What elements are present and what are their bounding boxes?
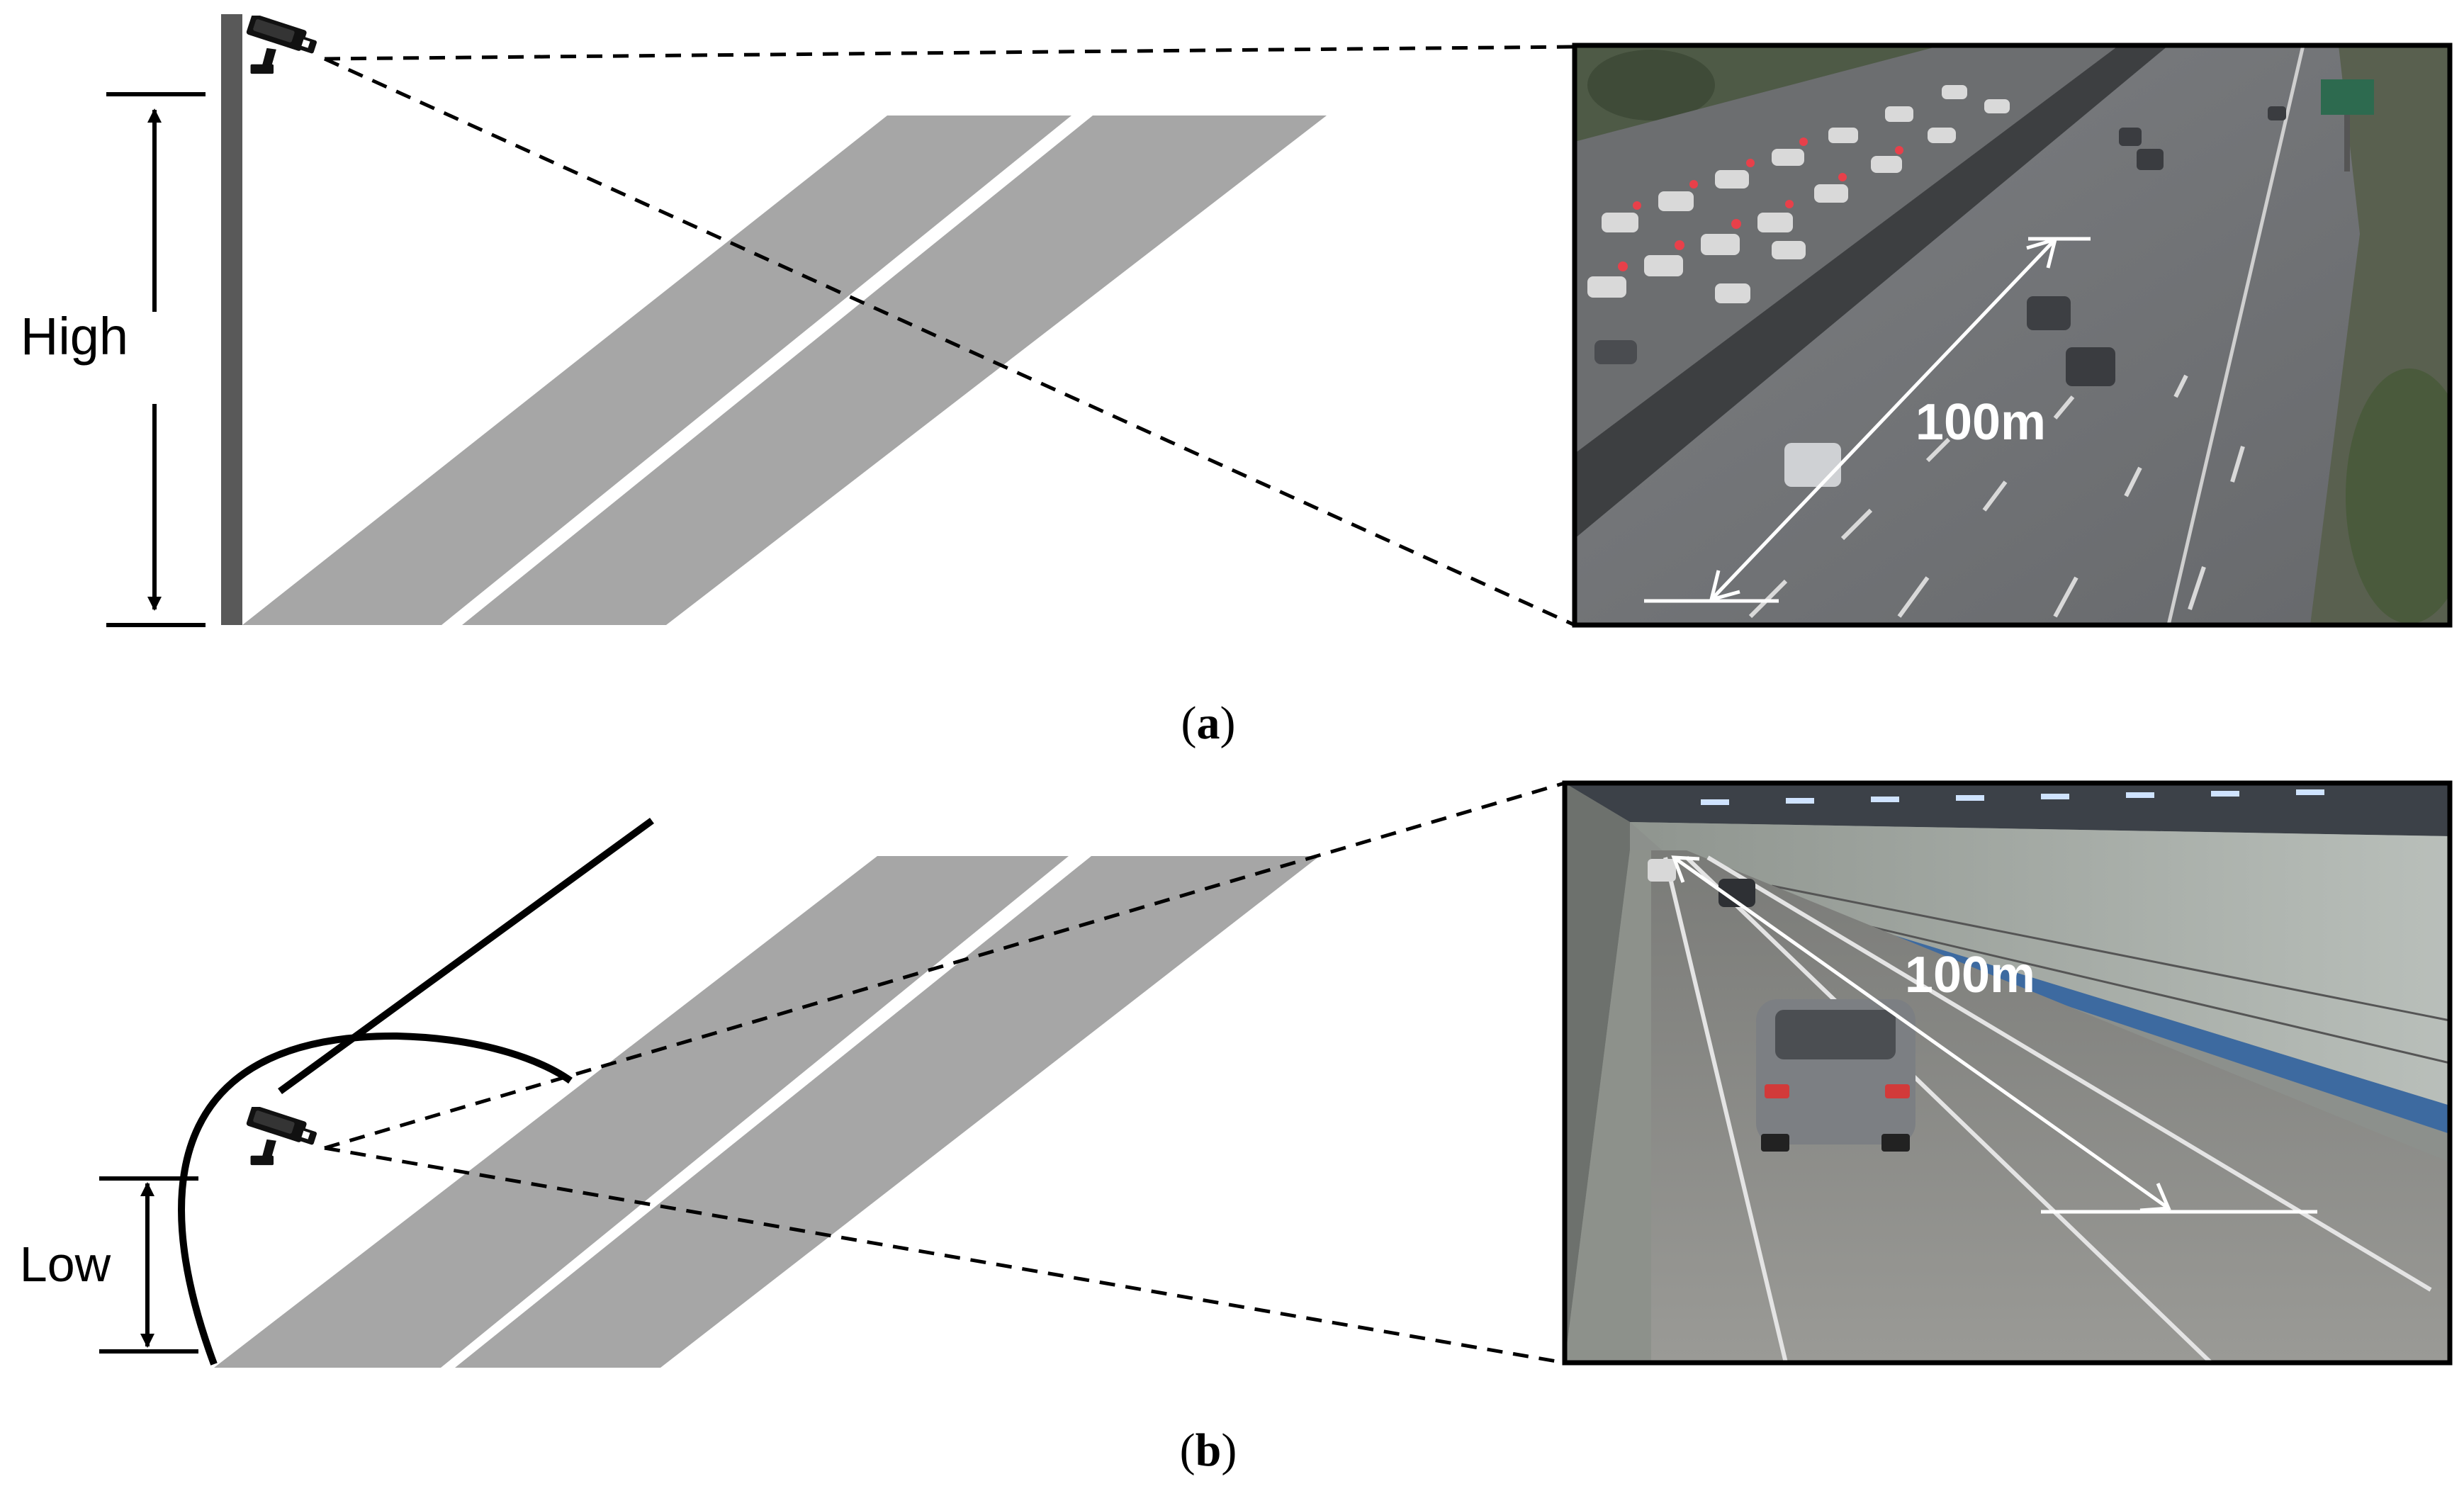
road-lane-left [242,116,1071,625]
fov-line-lower [323,57,1576,627]
distance-label-a: 100m [1915,394,2046,451]
panel-a: High [21,14,2453,749]
tunnel-portal-line [278,817,654,1095]
fov-line-upper [324,781,1565,1150]
road-lane-right [455,856,1320,1368]
road-lane-left [214,856,1069,1368]
panel-b: Low [20,780,2453,1476]
cctv-camera-icon [245,16,317,74]
caption-a: (a) [1181,697,1236,749]
camera-view-photo-b: 100m [1565,783,2450,1363]
height-label-low: Low [20,1237,111,1292]
tunnel-arc [178,1032,573,1366]
road-lane-right [462,116,1327,625]
fov-line-lower [324,1146,1565,1365]
camera-view-photo-a: 100m [1575,45,2450,625]
fov-line-upper [324,45,1575,61]
camera-view-frame-b [1562,780,2453,1366]
caption-b: (b) [1180,1424,1237,1476]
camera-view-frame-a [1572,43,2453,628]
height-label-high: High [21,307,128,366]
camera-pole [221,14,242,625]
distance-label-b: 100m [1905,947,2035,1003]
cctv-camera-icon [245,1107,317,1166]
